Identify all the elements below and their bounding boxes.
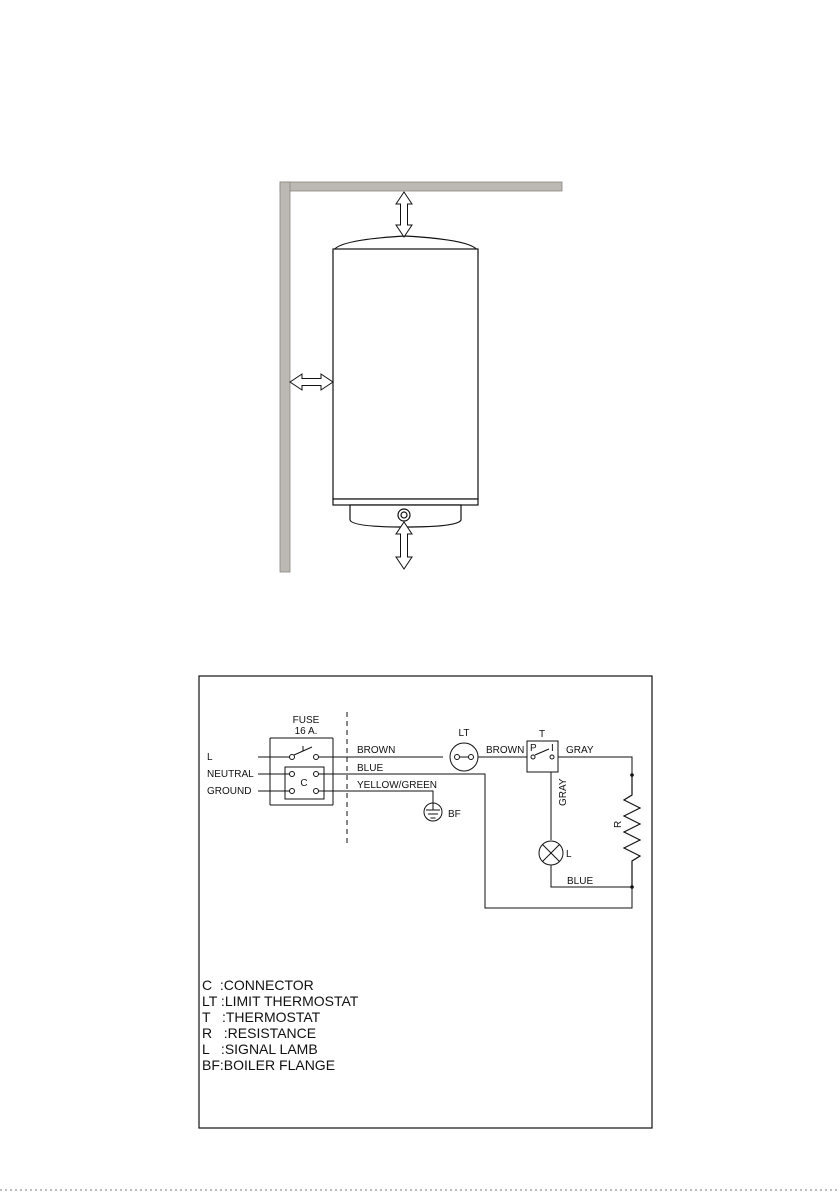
legend-item: C :CONNECTOR: [202, 977, 314, 993]
tank-bottom-band: [333, 499, 478, 505]
wall-slab: [280, 182, 290, 572]
side-clearance-arrow: [290, 374, 333, 390]
fuse-connector-box: [270, 738, 333, 805]
legend-item: R :RESISTANCE: [202, 1025, 316, 1041]
legend-item: LT :LIMIT THERMOSTAT: [202, 993, 359, 1009]
signal-lamp-symbol: [539, 841, 563, 865]
legend-item: T :THERMOSTAT: [202, 1009, 321, 1025]
fuse-rating: 16 A.: [295, 726, 318, 737]
wire-brown-label-1: BROWN: [357, 745, 395, 756]
resistance-label: R: [613, 821, 624, 828]
legend-item: BF:BOILER FLANGE: [202, 1057, 335, 1073]
wire-yellow-green-label: YELLOW/GREEN: [357, 780, 437, 791]
tank-outlet-inner: [401, 512, 407, 518]
top-clearance-arrow: [396, 192, 412, 237]
legend-item: L :SIGNAL LAMB: [202, 1041, 318, 1057]
yellow-green-wire: [318, 791, 433, 803]
wire-brown-label-2: BROWN: [486, 745, 524, 756]
connector-letter: C: [300, 778, 307, 789]
wiring-diagram: FUSE 16 A. C L NEUTRAL GROUND: [199, 676, 652, 1128]
terminal-l-label: L: [207, 752, 213, 763]
terminal-ground-label: GROUND: [207, 786, 251, 797]
boiler-flange-label: BF: [448, 809, 461, 820]
ceiling-slab: [280, 182, 562, 191]
thermostat-p: P: [530, 743, 537, 754]
resistance-symbol: [624, 775, 640, 887]
wire-gray-label-2: GRAY: [558, 778, 569, 806]
fuse-switch: [258, 746, 443, 760]
limit-thermostat-label: LT: [459, 728, 470, 739]
terminal-neutral-label: NEUTRAL: [207, 769, 254, 780]
bottom-clearance-arrow: [396, 522, 412, 569]
wire-blue-label-1: BLUE: [357, 763, 383, 774]
limit-thermostat-symbol: [450, 743, 478, 771]
tank-body: [333, 249, 478, 499]
input-wires: [258, 774, 632, 908]
thermostat-i: I: [551, 743, 554, 754]
wire-gray-label-1: GRAY: [566, 745, 594, 756]
thermostat-label: T: [539, 729, 545, 740]
fuse-label: FUSE: [293, 715, 320, 726]
wire-blue-label-2: BLUE: [567, 876, 593, 887]
blue-return-wire: [318, 774, 632, 908]
installation-diagram: [280, 182, 562, 572]
water-heater-tank: [333, 236, 478, 527]
signal-lamp-label: L: [566, 849, 572, 860]
ground-symbol: [424, 803, 442, 821]
legend: C :CONNECTOR LT :LIMIT THERMOSTAT T :THE…: [202, 977, 359, 1073]
